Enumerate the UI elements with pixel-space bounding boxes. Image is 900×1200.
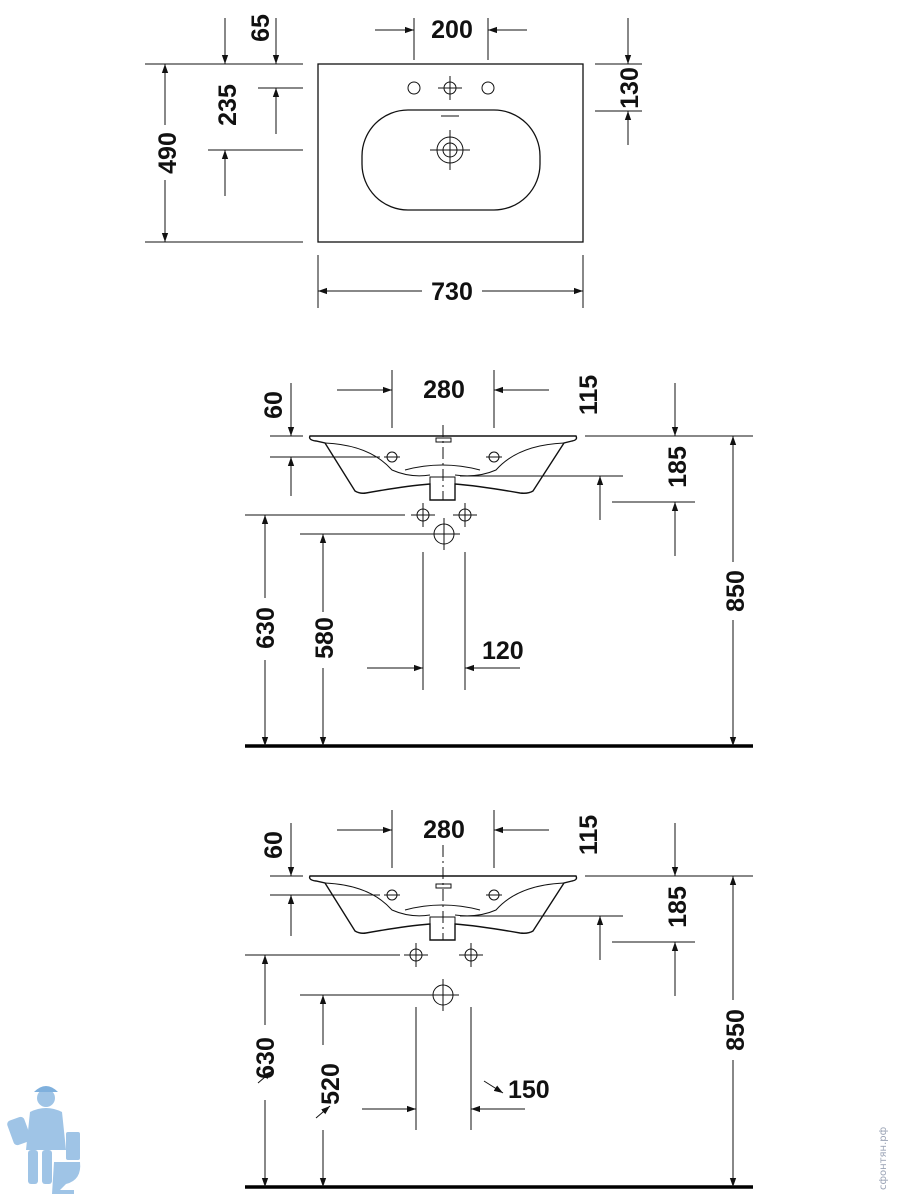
dim-630: 630 xyxy=(252,1037,280,1079)
dim-520: 520 xyxy=(317,1063,345,1105)
dim-235: 235 xyxy=(214,84,242,126)
dim-185: 185 xyxy=(664,886,692,928)
dim-150: 150 xyxy=(508,1076,550,1104)
basin-profile xyxy=(308,875,578,941)
dim-65: 65 xyxy=(247,14,275,42)
dim-280: 280 xyxy=(423,816,465,844)
waste-connection-icon xyxy=(428,518,460,550)
front-view-2: 280 60 115 185 630 520 150 xyxy=(245,810,753,1189)
dim-490: 490 xyxy=(154,132,182,174)
top-view: 200 65 235 490 130 730 xyxy=(145,14,644,308)
watermark-text: сфонтян.рф xyxy=(878,1127,889,1190)
dim-185: 185 xyxy=(664,446,692,488)
dim-115: 115 xyxy=(575,375,603,415)
dim-630: 630 xyxy=(252,607,280,649)
dim-115: 115 xyxy=(575,815,603,855)
dim-850: 850 xyxy=(722,570,750,612)
drain-icon xyxy=(430,130,470,170)
dim-280: 280 xyxy=(423,376,465,404)
water-connections-icon xyxy=(404,943,483,967)
water-connections-icon xyxy=(411,503,477,527)
dim-60: 60 xyxy=(260,391,288,419)
basin-outline xyxy=(317,63,584,243)
dim-120: 120 xyxy=(482,637,524,665)
dim-580: 580 xyxy=(311,617,339,659)
dim-60: 60 xyxy=(260,831,288,859)
tap-holes xyxy=(407,76,495,100)
bowl-outline xyxy=(361,109,541,211)
dim-850: 850 xyxy=(722,1009,750,1051)
dim-730: 730 xyxy=(431,278,473,306)
waste-connection-icon xyxy=(427,979,459,1011)
basin-profile xyxy=(308,435,578,501)
dim-130: 130 xyxy=(616,67,644,109)
front-view-1: 280 60 115 185 630 580 120 850 xyxy=(245,370,753,748)
dim-200: 200 xyxy=(431,16,473,44)
plumber-with-toilet-icon xyxy=(7,1086,81,1194)
